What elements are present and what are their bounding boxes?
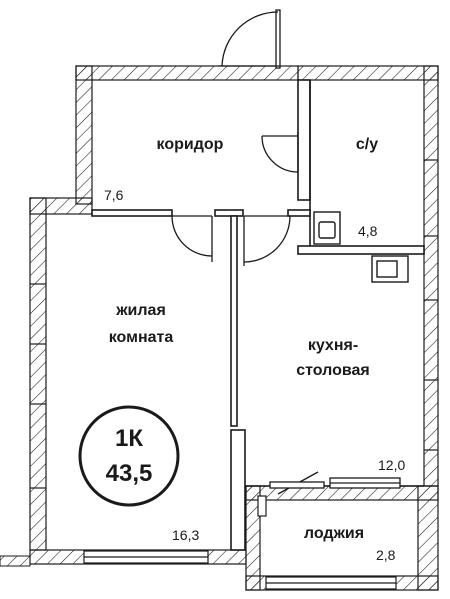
bathroom-door [261,132,299,173]
corridor-area: 7,6 [104,187,124,203]
kitchen-label-line1: кухня- [308,337,358,354]
corridor-label: коридор [157,136,224,153]
wall-segment-ticks [30,159,438,489]
loggia-area: 2,8 [376,547,396,563]
toilet-icon [313,211,341,245]
bathroom-label: с/у [356,136,378,153]
windows [83,495,397,590]
apartment-badge: 1К 43,5 [78,405,180,507]
living-area: 16,3 [172,527,199,543]
interior-walls [91,79,425,551]
stove-icon [371,255,409,283]
loggia-door [269,471,401,495]
apartment-total-area: 43,5 [106,460,153,487]
living-door [171,215,213,262]
living-label-line1: жилая [115,302,166,319]
kitchen-door [243,215,291,266]
entry-door [218,9,281,69]
kitchen-label-line2: столовая [296,362,369,379]
bathroom-area: 4,8 [358,223,378,239]
kitchen-area: 12,0 [378,457,405,473]
loggia-label: лоджия [304,525,364,542]
apartment-type: 1К [115,425,143,452]
living-label-line2: комната [109,329,174,346]
